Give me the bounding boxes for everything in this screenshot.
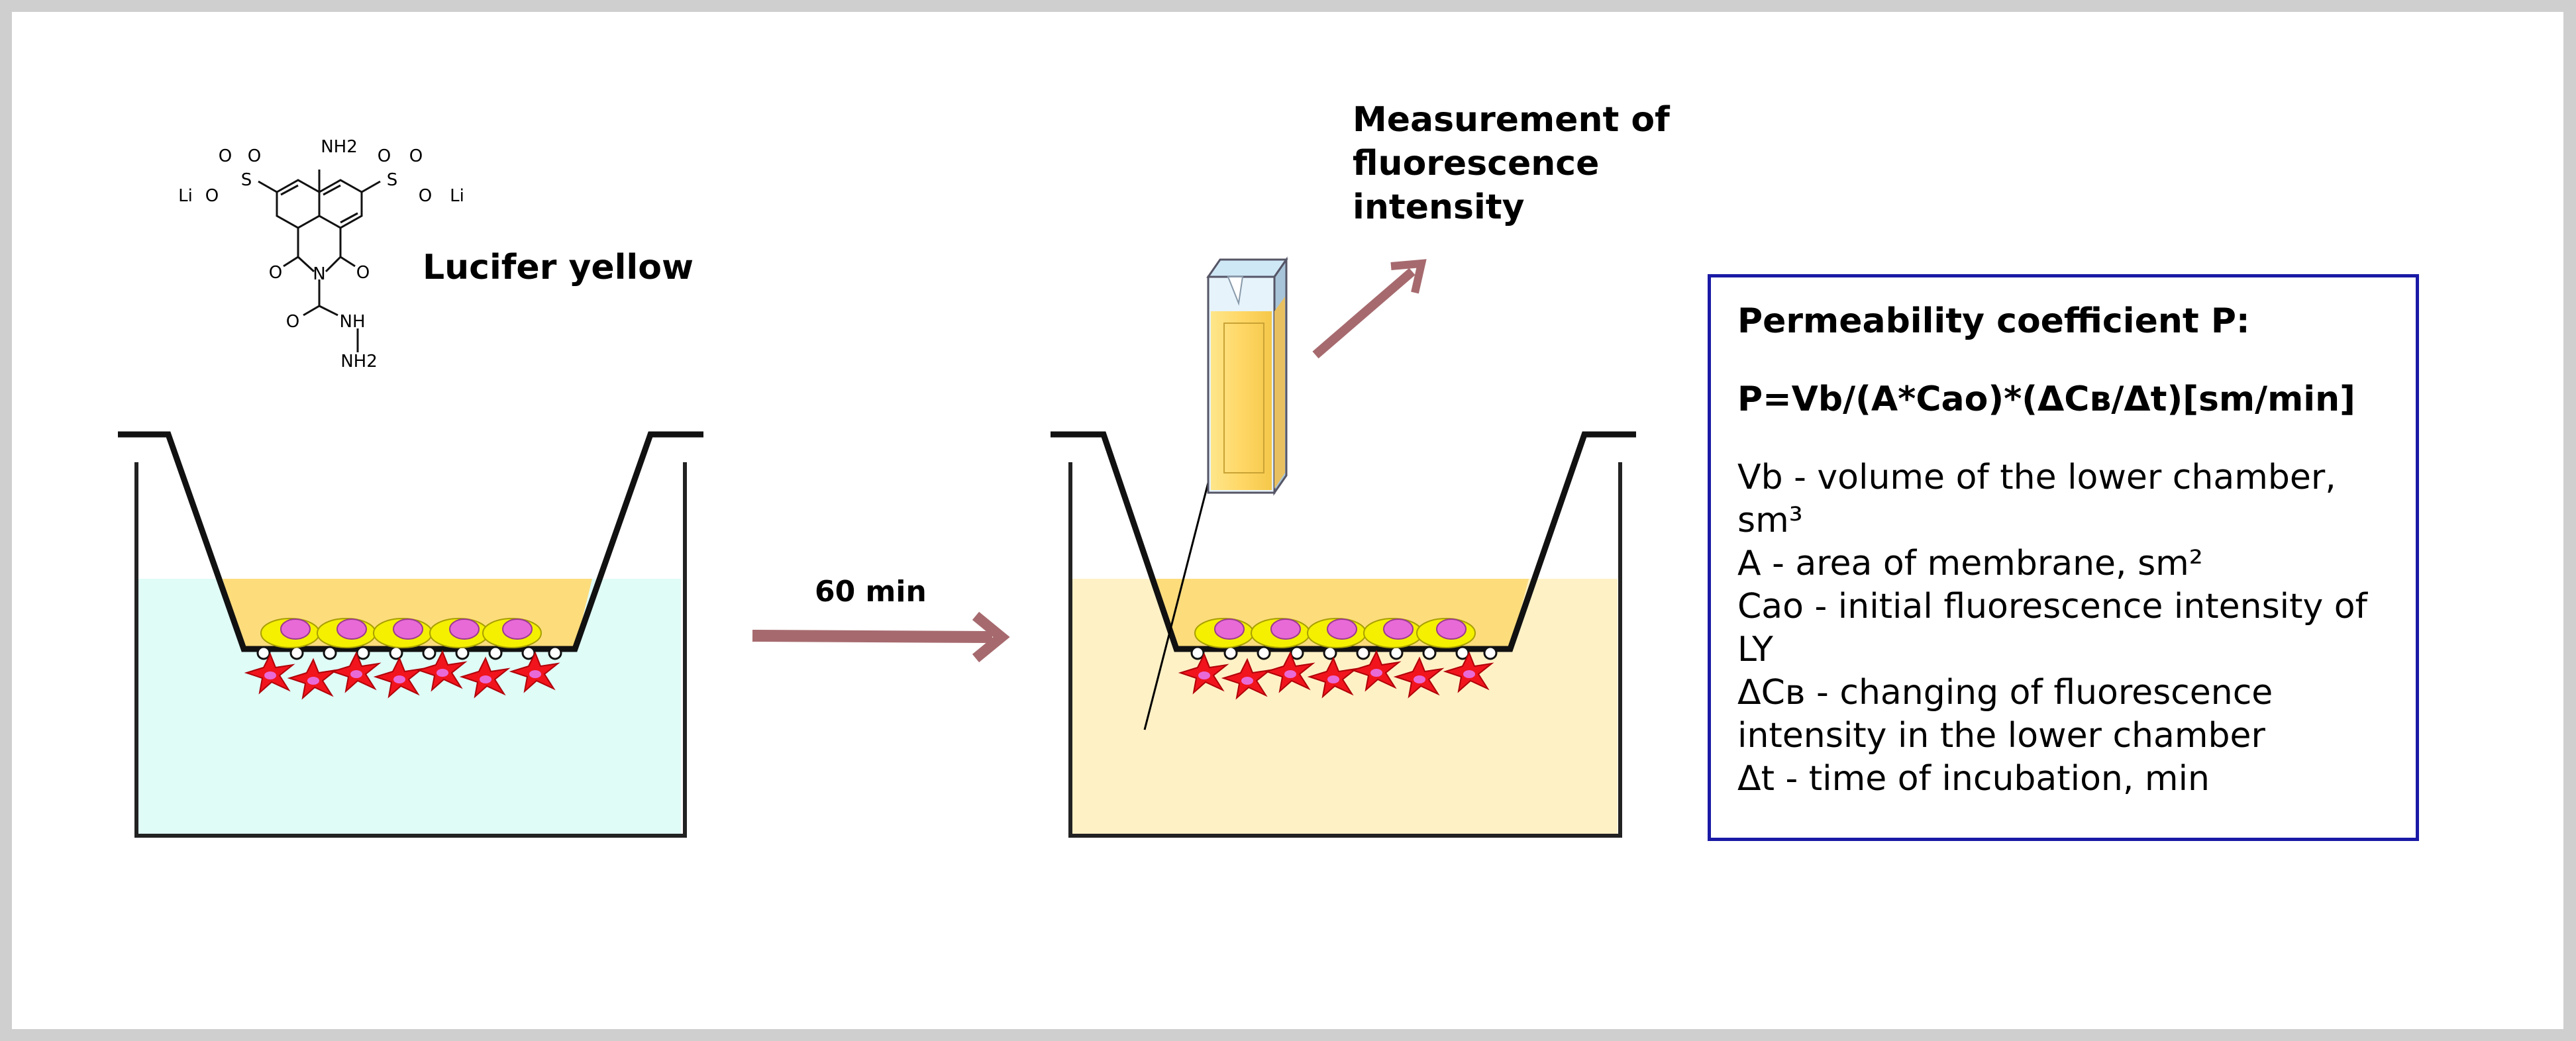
atom-o-right-b: O [409, 146, 423, 166]
membrane-pores-before [256, 646, 562, 660]
permeability-formula-box: Permeability coefficient P: P=Vb/(A*Cao)… [1708, 274, 2419, 841]
formula-equation: P=Vb/(A*Cao)*(ΔCв/Δt)[sm/min] [1737, 379, 2355, 419]
lucifer-yellow-structure [258, 170, 381, 352]
atom-o-right-a: O [378, 146, 391, 166]
membrane-pores-after [1190, 646, 1498, 660]
definition-delta-t: Δt - time of incubation, min [1737, 759, 2210, 799]
definition-vb: Vb - volume of the lower chamber, sm³ [1737, 458, 2336, 540]
atom-nh2-top: NH2 [321, 137, 358, 157]
diagram-graphics: NH2 S O O O Li S O O O Li N O O O NH NH2 [118, 137, 1636, 838]
definition-cao: Cao - initial fluorescence intensity of … [1737, 587, 2367, 669]
atom-s-right: S [387, 170, 398, 190]
endothelial-cells-before [260, 618, 542, 648]
atom-o-carbonyl-left: O [269, 263, 282, 283]
atom-o-left-b: O [248, 146, 261, 166]
atom-li-left: Li [178, 186, 193, 206]
atom-li-right: Li [450, 186, 464, 206]
cuvette [1206, 256, 1288, 496]
well-before [118, 431, 703, 838]
diagram-canvas: NH2 S O O O Li S O O O Li N O O O NH NH2… [12, 12, 2563, 1029]
atom-o-carbonyl-right: O [356, 263, 370, 283]
formula-title: Permeability coefficient P: [1737, 301, 2250, 341]
atom-o-hydrazide: O [286, 312, 299, 332]
atom-o-right-c: O [419, 186, 432, 206]
atom-s-left: S [241, 170, 252, 190]
definition-a: A - area of membrane, sm² [1737, 544, 2203, 583]
atom-o-left-a: O [219, 146, 232, 166]
transition-arrow [752, 611, 1010, 663]
definition-delta-cb: ΔCв - changing of fluorescence intensity… [1737, 673, 2273, 756]
atom-nh-hydrazide: NH [340, 312, 366, 332]
cuvette-liquid [1211, 311, 1272, 490]
measurement-arrow [1312, 259, 1427, 359]
well-after [1051, 364, 1636, 838]
atom-nh2-hydrazide: NH2 [340, 352, 378, 372]
lucifer-yellow-atom-labels: NH2 S O O O Li S O O O Li N O O O NH NH2 [178, 137, 464, 372]
measurement-label: Measurement of fluorescence intensity [1353, 100, 1670, 227]
insert-wall-before [118, 431, 703, 652]
atom-o-left-c: O [205, 186, 219, 206]
compound-name-label: Lucifer yellow [423, 248, 694, 287]
insert-wall-after [1051, 431, 1636, 652]
endothelial-cells-after [1194, 618, 1476, 648]
atom-n-ring: N [313, 264, 325, 284]
outer-well-wall-before [134, 462, 687, 838]
incubation-time-label: 60 min [815, 575, 927, 609]
outer-well-wall-after [1068, 462, 1622, 838]
